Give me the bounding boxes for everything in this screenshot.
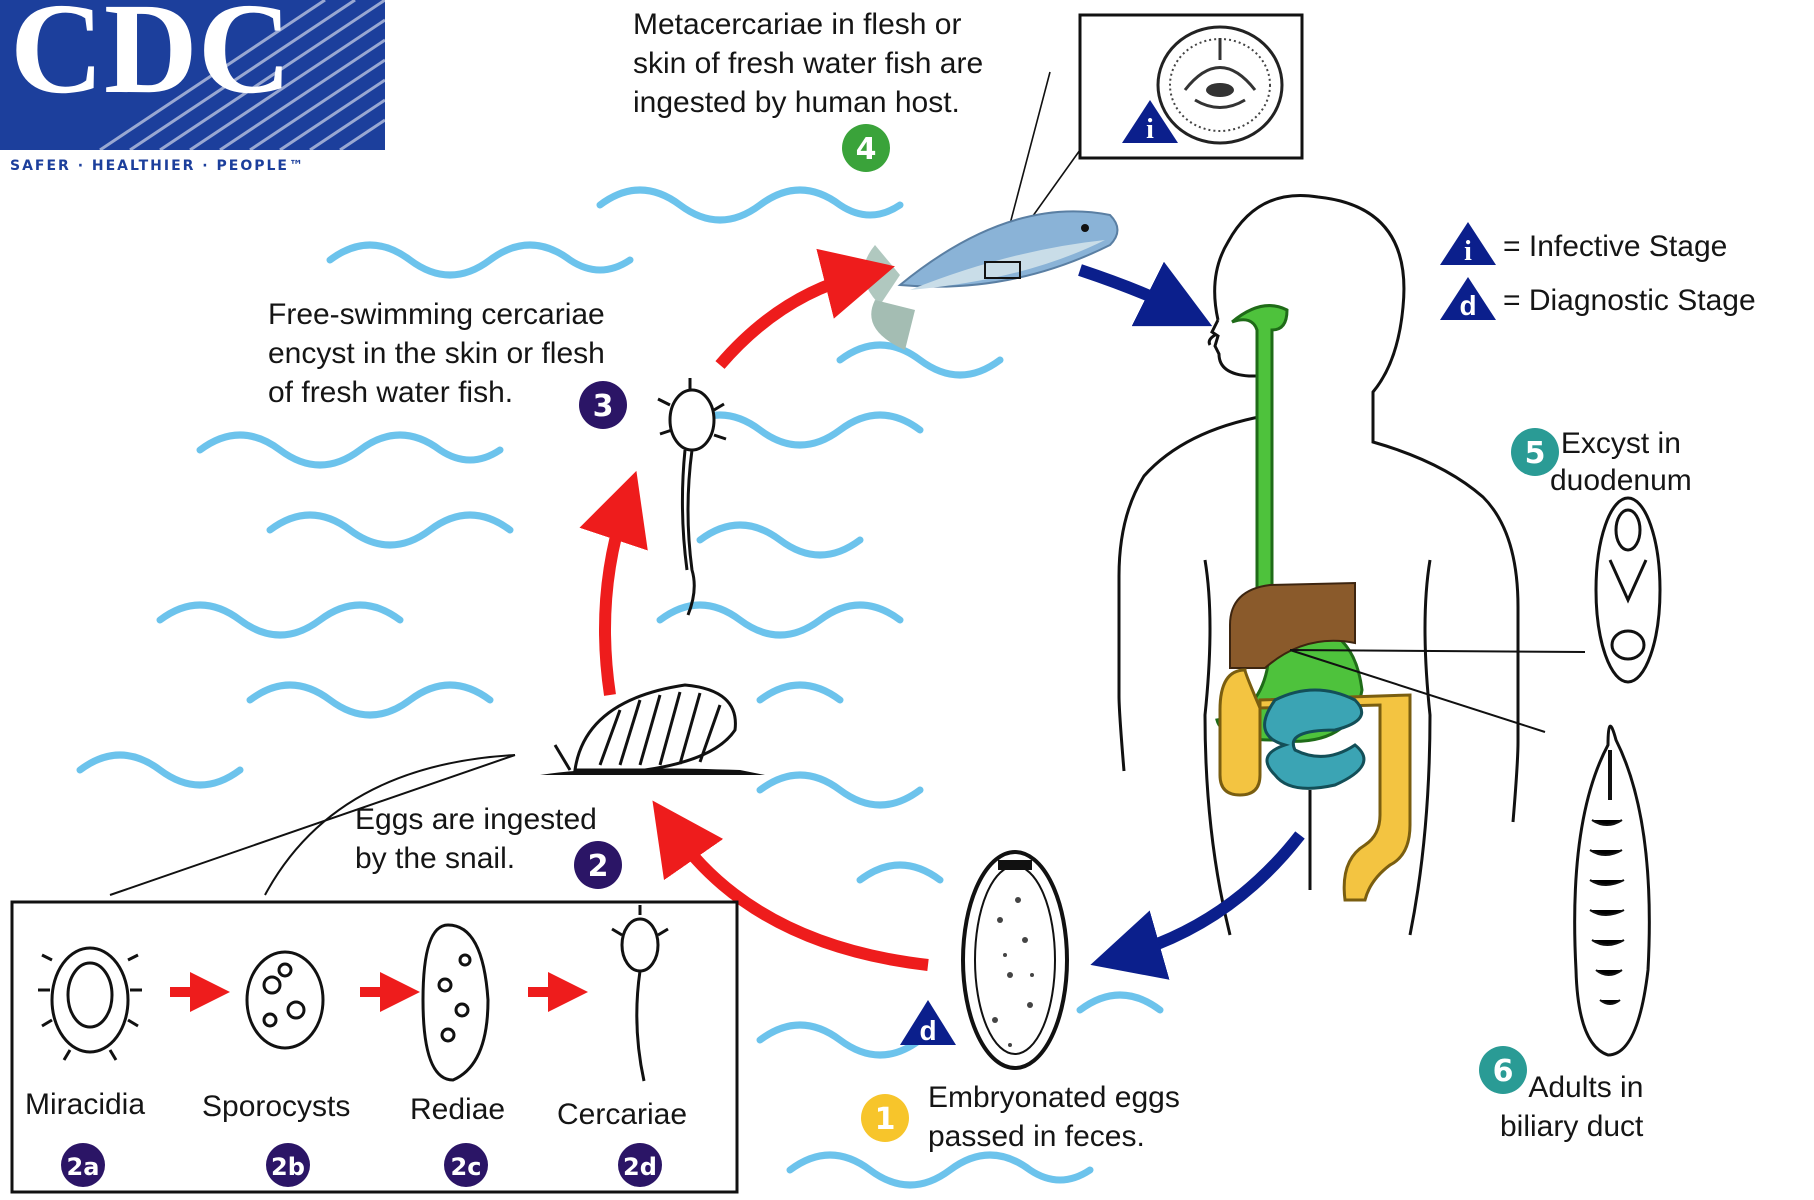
badge-substage-2a: 2a [61,1143,105,1187]
legend-infective-icon: i [1440,222,1496,267]
step-1-text: Embryonated eggs passed in feces. [928,1078,1180,1156]
cdc-logo: CDC SAFER · HEALTHIER · PEOPLE™ [0,0,385,178]
svg-text:d: d [1459,290,1476,321]
step-6-text: Adults in biliary duct [1500,1068,1643,1146]
badge-substage-2b: 2b [266,1143,310,1187]
step-4-text: Metacercariae in flesh or skin of fresh … [633,5,983,122]
substage-label-cercariae: Cercariae [557,1098,687,1132]
snail-illustration [540,685,765,775]
substage-label-sporocysts: Sporocysts [202,1090,350,1124]
step-3-text: Free-swimming cercariae encyst in the sk… [268,295,605,412]
svg-text:4: 4 [856,132,877,167]
substage-label-miracidia: Miracidia [25,1088,145,1122]
diagnostic-stage-triangle-egg: d [900,1000,956,1046]
svg-text:1: 1 [875,1102,896,1137]
fish-illustration [864,211,1118,350]
legend-diagnostic-label: = Diagnostic Stage [1503,284,1756,318]
badge-substage-2c: 2c [444,1143,488,1187]
svg-text:d: d [919,1015,936,1046]
svg-text:5: 5 [1525,436,1546,471]
svg-text:i: i [1146,114,1154,145]
substage-label-rediae: Rediae [410,1093,505,1127]
badge-step-1: 1 [861,1094,909,1142]
svg-text:2d: 2d [623,1153,657,1181]
badge-step-4: 4 [842,124,890,172]
legend-infective-label: = Infective Stage [1503,230,1727,264]
svg-text:2c: 2c [451,1153,482,1181]
adult-fluke-illustration [1575,726,1650,1055]
legend-diagnostic-icon: d [1440,277,1496,321]
step-5-text: Excyst in duodenum [1550,425,1692,499]
cdc-tagline: SAFER · HEALTHIER · PEOPLE™ [10,158,305,174]
substages-box: 2a 2b 2c 2d [12,902,737,1192]
svg-text:2a: 2a [67,1153,100,1181]
embryonated-egg-illustration [963,852,1067,1068]
badge-substage-2d: 2d [618,1143,662,1187]
svg-text:i: i [1464,236,1472,267]
red-arrows [605,275,928,965]
sporocyst-illustration [247,952,323,1048]
svg-text:2b: 2b [271,1153,305,1181]
cdc-logo-letters: CDC [10,0,292,121]
excysted-metacercaria-illustration [1596,498,1660,682]
redia-illustration [423,925,488,1080]
step-2-text: Eggs are ingested by the snail. [355,800,597,878]
metacercaria-inset [1080,15,1302,158]
digestive-system [1217,306,1410,900]
